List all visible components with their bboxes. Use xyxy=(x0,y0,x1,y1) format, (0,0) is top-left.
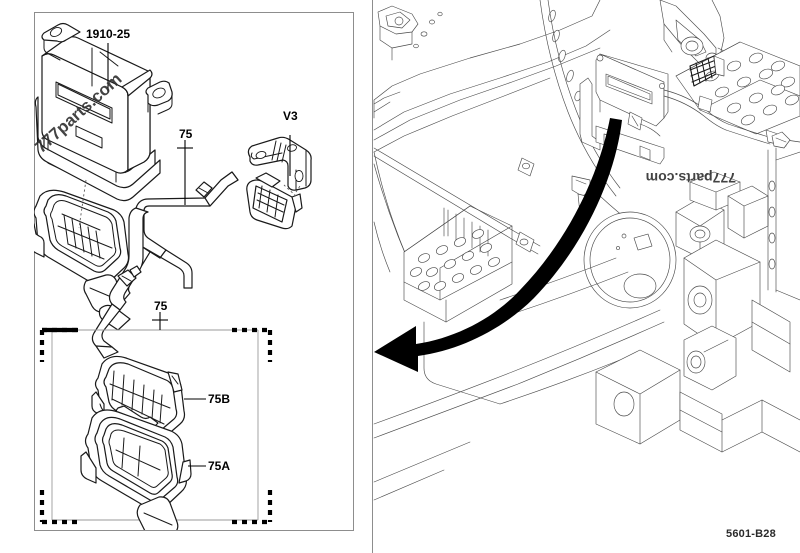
machine-long-rail xyxy=(373,147,541,255)
callout-label-v3: V3 xyxy=(283,109,298,123)
left-panel-content xyxy=(34,22,312,530)
callout-label-75b: 75B xyxy=(208,392,231,406)
ecu-module-part xyxy=(34,22,173,202)
callout-label-1910-25: 1910-25 xyxy=(86,27,131,41)
installation-direction-arrow xyxy=(374,118,622,372)
machine-right-harness xyxy=(663,89,800,149)
round-access-cover xyxy=(583,211,677,309)
panel-hole-column xyxy=(548,9,582,102)
lower-step-platform xyxy=(403,205,513,323)
figure-code: 5601-B28 xyxy=(726,528,776,540)
callout-label-75a: 75A xyxy=(208,459,231,473)
connector-body-75a-part xyxy=(80,409,192,530)
right-vertical-panel xyxy=(767,147,800,301)
wiring-harness-part xyxy=(91,171,239,359)
lower-frame-housing xyxy=(499,171,791,373)
detail-group-box xyxy=(39,312,273,525)
left-panel-frame xyxy=(34,12,354,531)
leader-lines-detail xyxy=(184,398,206,467)
ground-reference-lines xyxy=(373,441,471,501)
callout-label-75-detail-group: 75 xyxy=(154,299,168,313)
left-hinge-bracket xyxy=(377,5,443,61)
callout-label-75-harness: 75 xyxy=(179,127,193,141)
rear-frame-arm xyxy=(659,0,745,69)
machine-upper-structure xyxy=(373,0,611,153)
leader-lines-left xyxy=(107,43,291,205)
ecu-alignment-guide xyxy=(78,179,87,229)
hydraulic-cylinder xyxy=(683,325,737,391)
right-panel-content xyxy=(372,0,800,553)
bracket-alignment-guide xyxy=(283,184,301,197)
harness-connector-upper-part xyxy=(34,189,131,331)
harness-connector-right-part xyxy=(246,172,303,230)
lower-body-outline xyxy=(373,309,800,453)
